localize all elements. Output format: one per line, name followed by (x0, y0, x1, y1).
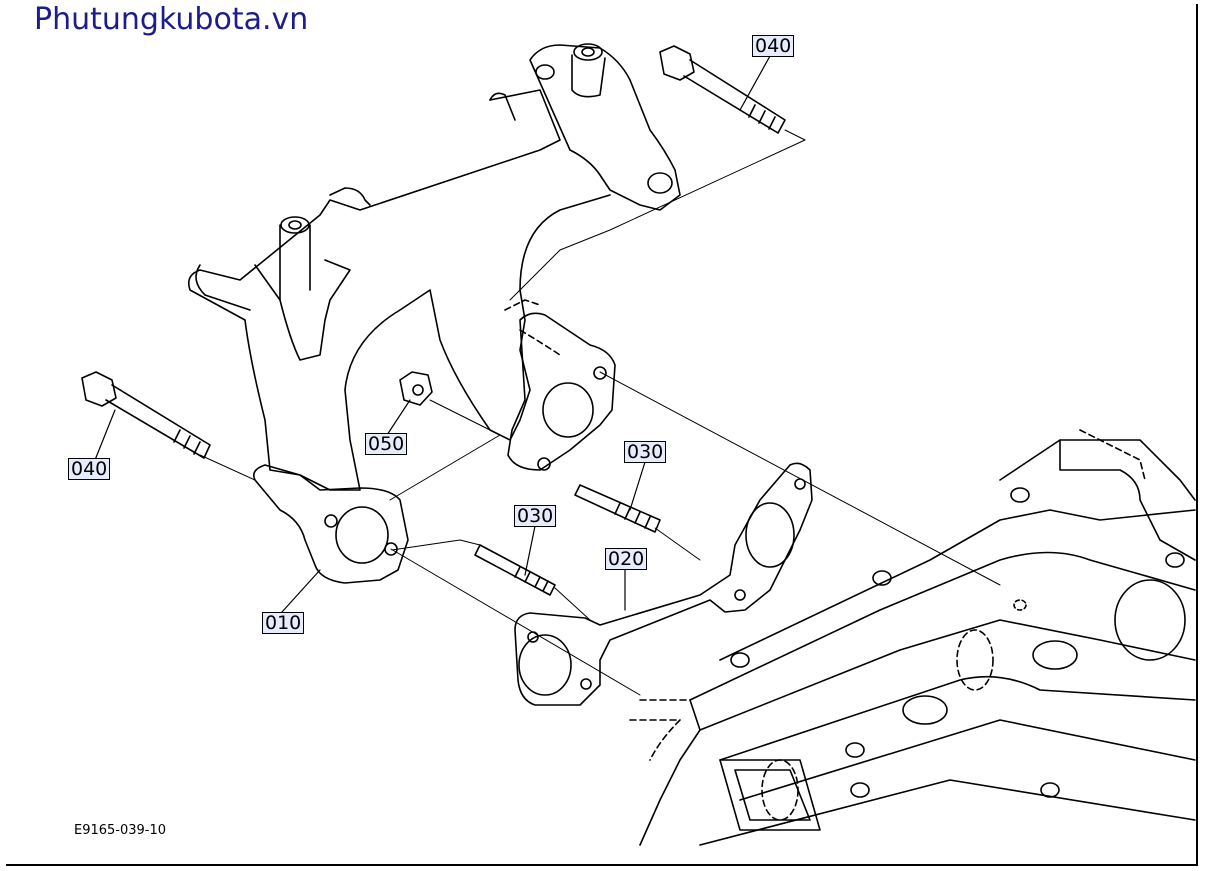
callout-010-manifold[interactable]: 010 (262, 612, 305, 634)
cylinder-head-part (629, 429, 1196, 846)
drawing-code: E9165-039-10 (74, 823, 167, 838)
flange-nut-part (399, 371, 433, 406)
callout-020-gasket[interactable]: 020 (605, 548, 648, 570)
callout-030-stud[interactable]: 030 (624, 441, 667, 463)
callout-040-bolt[interactable]: 040 (752, 35, 795, 57)
intake-manifold-part (187, 43, 681, 584)
callout-040-bolt-lower[interactable]: 040 (68, 458, 111, 480)
callout-050-nut[interactable]: 050 (365, 433, 408, 455)
assembly-lines (199, 129, 1001, 696)
flange-bolts-part (81, 45, 786, 459)
site-title[interactable]: Phutungkubota.vn (34, 2, 309, 37)
stud-bolts-part (474, 484, 661, 596)
callout-030-stud-lower[interactable]: 030 (514, 505, 557, 527)
gasket-part (514, 462, 813, 706)
diagram-frame (6, 4, 1198, 866)
leader-lines (94, 55, 771, 613)
